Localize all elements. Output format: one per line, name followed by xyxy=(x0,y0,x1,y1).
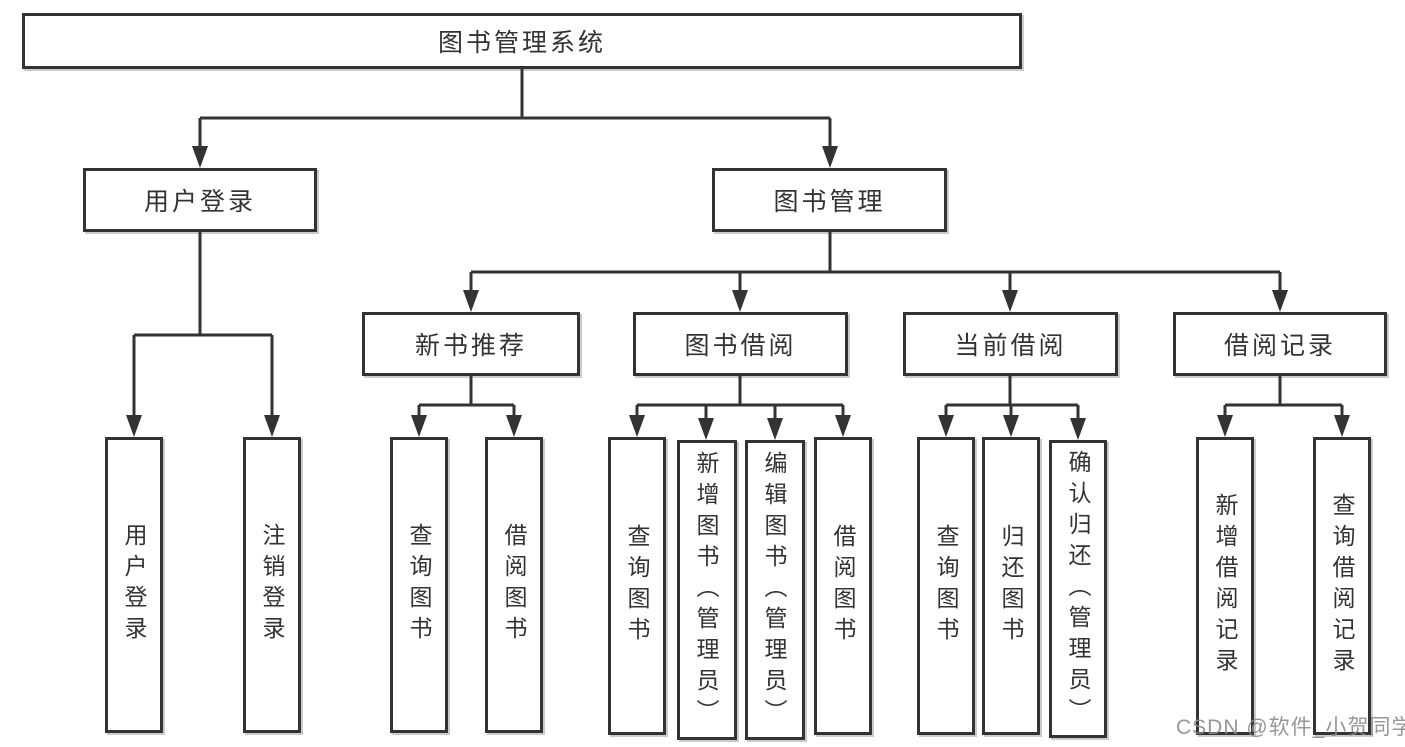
node-library-management-system: 图书管理系统 xyxy=(22,13,1022,69)
node-book-borrowing: 图书借阅 xyxy=(633,312,848,376)
leaf-edit-books-admin: 编辑图书（管理员） xyxy=(745,440,805,740)
leaf-user-login: 用户登录 xyxy=(105,437,163,733)
leaf-borrow-books-borrowing: 借阅图书 xyxy=(814,437,872,735)
leaf-query-books-borrowing: 查询图书 xyxy=(608,437,666,735)
node-current-borrowing: 当前借阅 xyxy=(903,312,1118,376)
connector-trunks xyxy=(132,69,1344,422)
csdn-watermark: CSDN @软件_小贺同学 xyxy=(1176,716,1405,739)
leaf-query-books-recommend: 查询图书 xyxy=(390,437,448,733)
node-user-login: 用户登录 xyxy=(83,168,317,232)
leaf-logout: 注销登录 xyxy=(243,437,301,733)
leaf-return-books: 归还图书 xyxy=(982,437,1040,735)
leaf-add-books-admin: 新增图书（管理员） xyxy=(677,440,737,740)
node-label: 当前借阅 xyxy=(954,332,1067,360)
node-label: 图书管理系统 xyxy=(437,29,606,57)
node-label: 借阅记录 xyxy=(1223,332,1336,360)
arrowheads xyxy=(126,146,1350,440)
node-label: 用户登录 xyxy=(143,188,256,216)
node-borrowing-records: 借阅记录 xyxy=(1173,312,1387,376)
node-label: 新书推荐 xyxy=(414,332,527,360)
leaf-query-books-current: 查询图书 xyxy=(917,437,975,735)
node-label: 图书管理 xyxy=(773,188,886,216)
leaf-confirm-return-admin: 确认归还（管理员） xyxy=(1049,440,1107,738)
leaf-borrow-books-recommend: 借阅图书 xyxy=(485,437,543,733)
node-label: 图书借阅 xyxy=(684,332,797,360)
leaf-add-borrow-record: 新增借阅记录 xyxy=(1196,437,1254,735)
node-new-book-recommendation: 新书推荐 xyxy=(362,312,580,376)
leaf-query-borrow-record: 查询借阅记录 xyxy=(1313,437,1371,735)
node-book-management: 图书管理 xyxy=(712,168,947,232)
